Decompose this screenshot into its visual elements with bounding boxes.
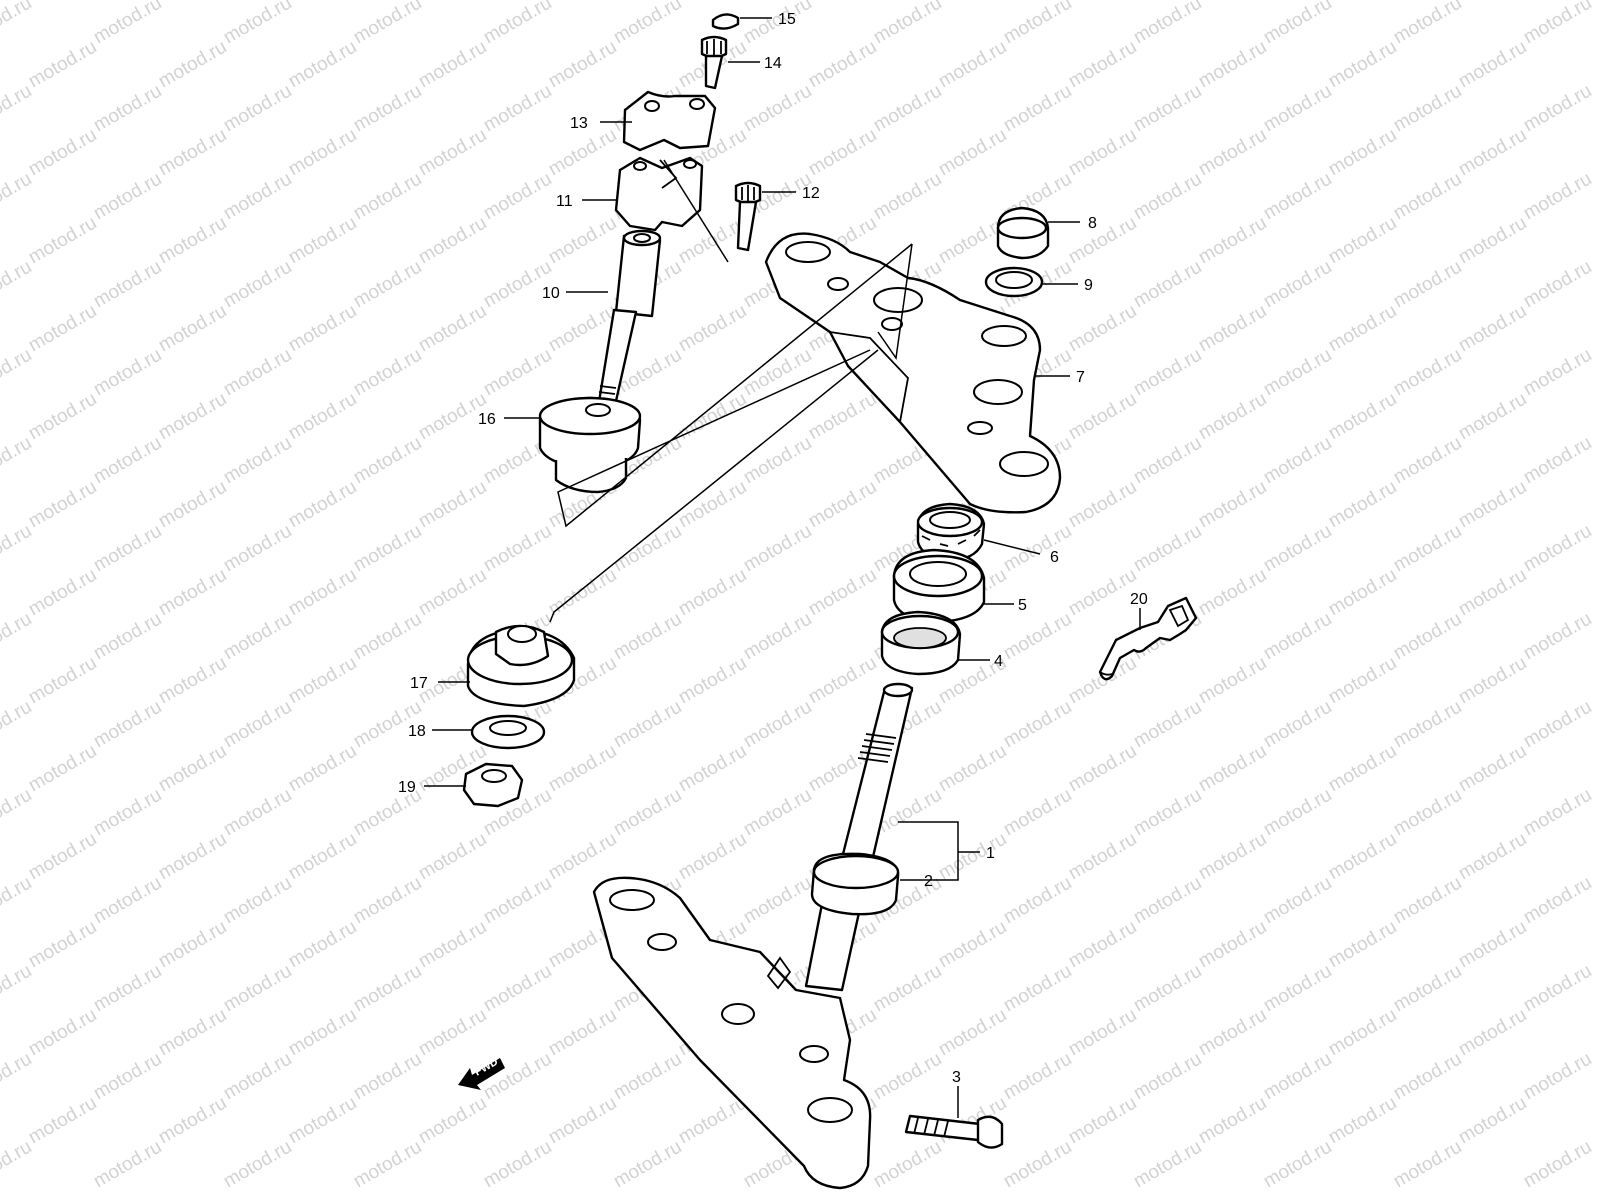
assembly-guide-lines — [549, 159, 913, 623]
callout-2: 2 — [924, 873, 933, 890]
callout-1: 1 — [986, 845, 995, 862]
callout-leader-lines — [424, 17, 1141, 1118]
forward-direction-arrow: FWD — [458, 1056, 505, 1090]
callout-20: 20 — [1130, 591, 1148, 608]
upper-bearing-part[interactable] — [892, 548, 986, 624]
callout-13: 13 — [570, 115, 588, 132]
callout-4: 4 — [994, 653, 1003, 670]
holder-bolt-12-part[interactable] — [734, 181, 762, 252]
callout-7: 7 — [1076, 369, 1085, 386]
stem-lower-bracket-part[interactable] — [592, 682, 914, 1190]
riser-bearing-part[interactable] — [466, 624, 576, 708]
callout-10: 10 — [542, 285, 560, 302]
riser-washer-part[interactable] — [470, 714, 546, 750]
callout-14: 14 — [764, 55, 782, 72]
callout-6: 6 — [1050, 549, 1059, 566]
callout-18: 18 — [408, 723, 426, 740]
callout-5: 5 — [1018, 597, 1027, 614]
handlebar-riser-part[interactable] — [596, 229, 662, 412]
handlebar-upper-holder-part[interactable] — [622, 90, 717, 152]
callout-3: 3 — [952, 1069, 961, 1086]
handlebar-lower-holder-part[interactable] — [614, 156, 704, 232]
bracket-plug-part[interactable] — [1098, 596, 1198, 681]
lower-bearing-part[interactable] — [880, 610, 962, 676]
callout-11: 11 — [556, 193, 573, 210]
callout-17: 17 — [410, 675, 428, 692]
callout-labels: 15 14 13 11 12 10 16 8 9 7 6 5 4 20 17 1… — [398, 11, 1148, 1086]
stem-head-cap-part[interactable] — [996, 206, 1050, 260]
callout-12: 12 — [802, 185, 820, 202]
riser-nut-part[interactable] — [462, 762, 524, 808]
callout-15: 15 — [778, 11, 796, 28]
bracket-bolt-part[interactable] — [904, 1114, 1004, 1149]
callout-8: 8 — [1088, 215, 1097, 232]
callout-9: 9 — [1084, 277, 1093, 294]
dust-seal-ring-part[interactable] — [810, 852, 900, 916]
cap-washer-part[interactable] — [984, 266, 1044, 298]
bolt-cap-part[interactable] — [711, 13, 740, 30]
riser-damper-part[interactable] — [538, 396, 642, 494]
callout-16: 16 — [478, 411, 496, 428]
steering-stem-nut-part[interactable] — [916, 502, 986, 562]
holder-bolt-14-part[interactable] — [700, 35, 728, 90]
callout-19: 19 — [398, 779, 416, 796]
